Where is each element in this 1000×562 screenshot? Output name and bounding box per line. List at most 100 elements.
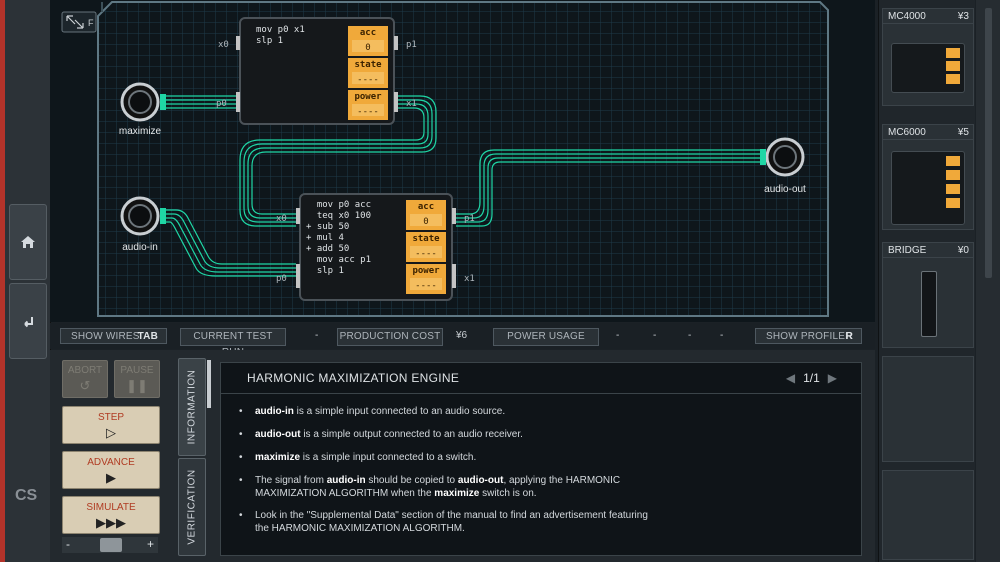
tab-information[interactable]: INFORMATION [178,358,206,456]
chip2-port-p1: p1 [464,214,475,224]
back-button[interactable] [9,283,47,359]
slider-thumb[interactable] [100,538,122,552]
show-profiler-label: SHOW PROFILER [766,331,853,342]
chip1-reg-acc-value: 0 [365,43,370,53]
io-maximize[interactable] [120,82,166,122]
board-canvas: maximize audio-in audio-out mov p0 x1 sl… [50,0,875,322]
fullscreen-button[interactable] [61,11,97,33]
label-audio-in: audio-in [122,242,158,253]
bullet-4-bold-b: audio-out [457,475,504,486]
abort-button[interactable]: ABORT ↺ [62,360,108,398]
page-indicator: 1/1 [803,371,820,385]
mc6000-chip-icon [891,151,965,225]
pause-label: PAUSE [120,365,154,376]
power-usage-value-3: - [688,330,692,341]
prev-page-icon[interactable]: ◀ [785,371,796,385]
advance-icon: ▶ [106,470,116,485]
show-wires-label: SHOW WIRES [71,331,140,342]
bullet-4-bold-a: audio-in [326,475,366,486]
slider-minus[interactable]: - [66,537,70,551]
chip-mc6000-1[interactable] [296,193,456,301]
chip1-port-p0: p0 [216,99,227,109]
chip1-code-line-1: mov p0 x1 [256,25,305,35]
doc-scrollbar[interactable] [207,360,211,408]
left-accent-strip [0,0,5,562]
next-page-icon[interactable]: ▶ [827,371,837,385]
bullet-5-text: Look in the "Supplemental Data" section … [255,510,648,534]
home-button[interactable] [9,204,47,280]
chip1-code-line-2: slp 1 [256,36,283,46]
chip1-port-x1: x1 [406,99,417,109]
wire-maximize-p0 [162,95,238,109]
slider-plus[interactable]: + [146,537,154,551]
bridge-icon [921,271,937,337]
chip1-reg-power-label: power [354,92,382,102]
simulate-button[interactable]: SIMULATE ▶▶▶ [62,496,160,534]
bullet-4-text-a: The signal from [255,475,327,486]
palette-item-bridge[interactable]: BRIDGE ¥0 [882,242,974,348]
fullscreen-key: F [88,18,94,28]
simulate-label: SIMULATE [86,502,136,513]
speed-slider[interactable]: - + [62,537,158,553]
step-label: STEP [97,412,125,423]
palette-item-mc4000[interactable]: MC4000 ¥3 [882,8,974,106]
bullet-4-text-c: , applying the HARMONIC MAXIMIZATION ALG… [255,475,621,499]
io-audio-in[interactable] [120,196,166,236]
palette-empty-slot-2 [882,470,974,560]
power-usage-value-1: - [616,330,620,341]
advance-label: ADVANCE [87,457,135,468]
pause-button[interactable]: PAUSE ❚❚ [114,360,160,398]
component-palette: MC4000 ¥3 MC6000 ¥5 BRIDGE ¥0 [878,0,975,562]
production-cost-label: PRODUCTION COST [337,328,443,346]
circuit-board[interactable]: maximize audio-in audio-out mov p0 x1 sl… [50,0,875,322]
palette-mc4000-price: ¥3 [957,11,969,22]
palette-mc6000-name: MC6000 [888,127,926,138]
bottom-panel: ABORT ↺ PAUSE ❚❚ STEP ▷ ADVANCE ▶ SIMULA… [50,350,875,562]
advance-button[interactable]: ADVANCE ▶ [62,451,160,489]
board-frame [97,1,829,317]
bullet-4-bold-c: maximize [434,488,480,499]
label-audio-out: audio-out [764,184,806,195]
chip2-code-line-5: + add 50 [306,244,349,254]
chip-mc4000-1[interactable] [236,17,398,125]
chip2-code-line-7: slp 1 [306,266,344,276]
chip1-reg-state-label: state [354,60,382,70]
power-usage-label: POWER USAGE [493,328,599,346]
document-panel: HARMONIC MAXIMIZATION ENGINE ◀1/1▶ •audi… [220,362,862,556]
show-profiler-button[interactable]: SHOW PROFILER R [755,328,862,344]
io-audio-out[interactable] [760,137,805,177]
bullet-4-text-d: switch is on. [479,488,537,499]
bullet-3-text: is a simple input connected to a switch. [300,452,477,463]
show-wires-button[interactable]: SHOW WIRES TAB [60,328,167,344]
current-test-run-value: - [315,330,319,341]
chip2-port-x0: x0 [276,214,287,224]
status-bar: SHOW WIRES TAB CURRENT TEST RUN - PRODUC… [50,323,875,358]
chip2-reg-state-label: state [412,234,440,244]
bullet-2-text: is a simple output connected to an audio… [300,429,523,440]
chip1-port-x0: x0 [218,40,229,50]
chip2-reg-state-value: ---- [415,249,437,259]
chip2-code-line-1: mov p0 acc [306,200,371,210]
palette-item-mc6000[interactable]: MC6000 ¥5 [882,124,974,230]
power-usage-value-4: - [720,330,724,341]
chip2-reg-acc-value: 0 [423,217,428,227]
game-logo: CS [15,487,38,504]
chip2-reg-power-label: power [412,266,440,276]
bullet-2-bold: audio-out [255,429,301,440]
chip2-code-line-4: + mul 4 [306,233,344,243]
back-icon [24,317,33,328]
current-test-run-label: CURRENT TEST RUN [180,328,286,358]
bullet-4-text-b: should be copied to [365,475,458,486]
palette-scroll-thumb[interactable] [985,8,992,278]
chip2-port-x1: x1 [464,274,475,284]
wire-p1-audio-out [456,149,762,227]
chip1-reg-power-value: ---- [357,107,379,117]
tab-verification[interactable]: VERIFICATION [178,458,206,556]
palette-scrollbar[interactable] [976,0,1000,562]
palette-bridge-name: BRIDGE [888,245,927,256]
step-button[interactable]: STEP ▷ [62,406,160,444]
fullscreen-icon [66,15,84,29]
chip2-code-line-6: mov acc p1 [306,255,371,265]
mc4000-chip-icon [891,43,965,93]
chip1-reg-acc-label: acc [360,28,376,38]
